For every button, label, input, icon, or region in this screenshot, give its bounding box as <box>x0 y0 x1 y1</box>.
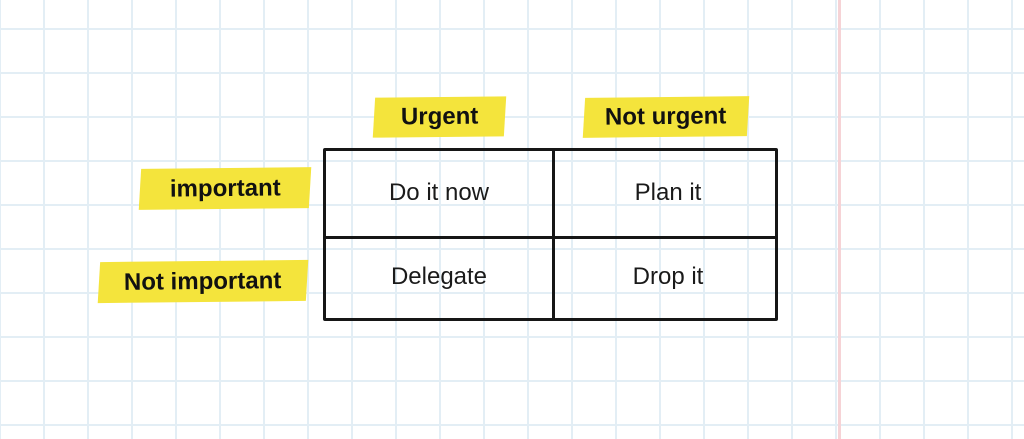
column-header-urgent: Urgent <box>372 96 507 138</box>
cell-drop-it: Drop it <box>632 263 704 290</box>
row-header-not-important: Not important <box>97 259 309 304</box>
divider-vertical <box>552 151 555 318</box>
margin-line <box>838 0 841 439</box>
row-header-important: important <box>138 167 312 210</box>
column-label: Urgent <box>400 102 479 131</box>
cell-delegate: Delegate <box>390 263 488 290</box>
cell-plan-it: Plan it <box>634 179 702 206</box>
eisenhower-matrix: Do it now Plan it Delegate Drop it <box>323 148 778 321</box>
column-label: Not urgent <box>605 102 727 131</box>
cell-do-it-now: Do it now <box>388 179 490 206</box>
column-header-not-urgent: Not urgent <box>582 96 750 138</box>
row-label: Not important <box>124 266 282 296</box>
row-label: important <box>169 173 281 203</box>
divider-horizontal <box>326 236 775 239</box>
